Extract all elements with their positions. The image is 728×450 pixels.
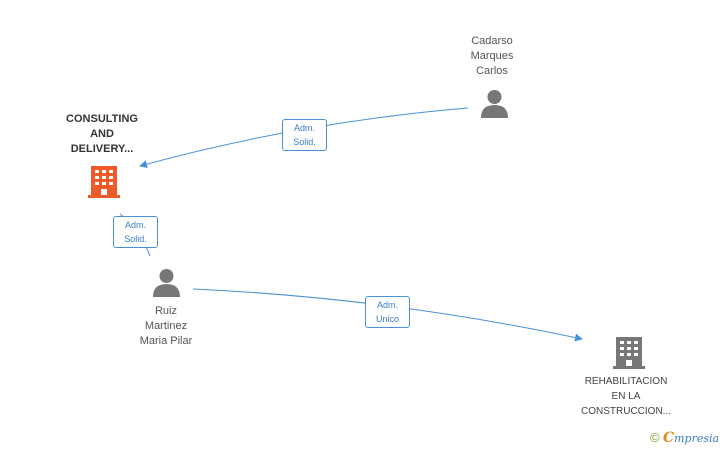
edge-label-role[interactable]: Adm. Solid. [282, 119, 327, 151]
edge-label-line: Unico [375, 314, 399, 324]
person-ruiz-name-line: Martinez [144, 320, 188, 332]
building-icon[interactable] [613, 335, 645, 369]
brand-logo: © Cmpresia [650, 430, 719, 446]
copyright-icon: © [650, 430, 660, 445]
person-cadarso-name-line: Marques [470, 50, 514, 62]
person-ruiz-name-line: Maria Pilar [139, 335, 193, 347]
company-consulting-name-line: DELIVERY... [70, 143, 134, 155]
person-ruiz-name-line: Ruiz [154, 305, 177, 317]
edge-label-line: Adm. [124, 220, 146, 230]
building-icon[interactable] [88, 164, 120, 198]
edge-label-line: Adm. [293, 123, 315, 133]
edge-label-line: Solid. [124, 234, 147, 244]
company-rehabilitacion-name-line: CONSTRUCCION... [581, 406, 671, 417]
company-consulting-name[interactable]: CONSULTING AND DELIVERY... [52, 112, 152, 157]
company-consulting-name-line: AND [90, 128, 114, 140]
company-rehabilitacion-name[interactable]: REHABILITACION EN LA CONSTRUCCION... [570, 374, 682, 419]
person-cadarso-name-line: Cadarso [471, 35, 513, 47]
edge-label-role[interactable]: Adm. Solid. [113, 216, 158, 248]
person-cadarso-name[interactable]: Cadarso Marques Carlos [452, 34, 532, 79]
edge-label-line: Adm. [376, 300, 398, 310]
edge-label-line: Solid. [293, 137, 316, 147]
edge-label-role[interactable]: Adm. Unico [365, 296, 410, 328]
company-consulting-name-line: CONSULTING [66, 113, 138, 125]
person-ruiz-name[interactable]: Ruiz Martinez Maria Pilar [121, 304, 211, 349]
person-icon[interactable] [152, 268, 181, 297]
logo-initial: C [662, 430, 675, 446]
company-rehabilitacion-name-line: EN LA [611, 391, 641, 402]
person-cadarso-name-line: Carlos [476, 65, 508, 77]
logo-text: mpresia [674, 432, 720, 445]
person-icon[interactable] [480, 89, 509, 118]
company-rehabilitacion-name-line: REHABILITACION [584, 376, 668, 387]
